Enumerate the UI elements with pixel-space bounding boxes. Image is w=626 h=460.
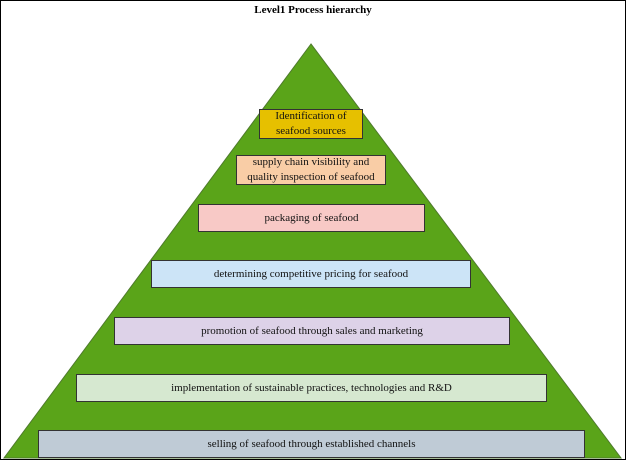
diagram-title: Level1 Process hierarchy	[254, 4, 372, 16]
level-competitive-pricing: determining competitive pricing for seaf…	[151, 260, 471, 288]
level-packaging: packaging of seafood	[198, 204, 425, 232]
level-label: Identification of seafood sources	[275, 110, 347, 137]
level-label: supply chain visibility and quality insp…	[247, 156, 375, 183]
level-label: determining competitive pricing for seaf…	[213, 267, 409, 280]
level-label: implementation of sustainable practices,…	[171, 381, 452, 394]
level-label: promotion of seafood through sales and m…	[201, 324, 423, 337]
level-label: selling of seafood through established c…	[207, 437, 416, 450]
level-sales-marketing: promotion of seafood through sales and m…	[114, 317, 510, 345]
level-supply-chain-visibility: supply chain visibility and quality insp…	[236, 155, 386, 185]
level-selling-channels: selling of seafood through established c…	[38, 430, 585, 458]
level-identification-sources: Identification of seafood sources	[259, 109, 363, 139]
level-label: packaging of seafood	[264, 211, 359, 224]
level-sustainable-practices: implementation of sustainable practices,…	[76, 374, 547, 402]
